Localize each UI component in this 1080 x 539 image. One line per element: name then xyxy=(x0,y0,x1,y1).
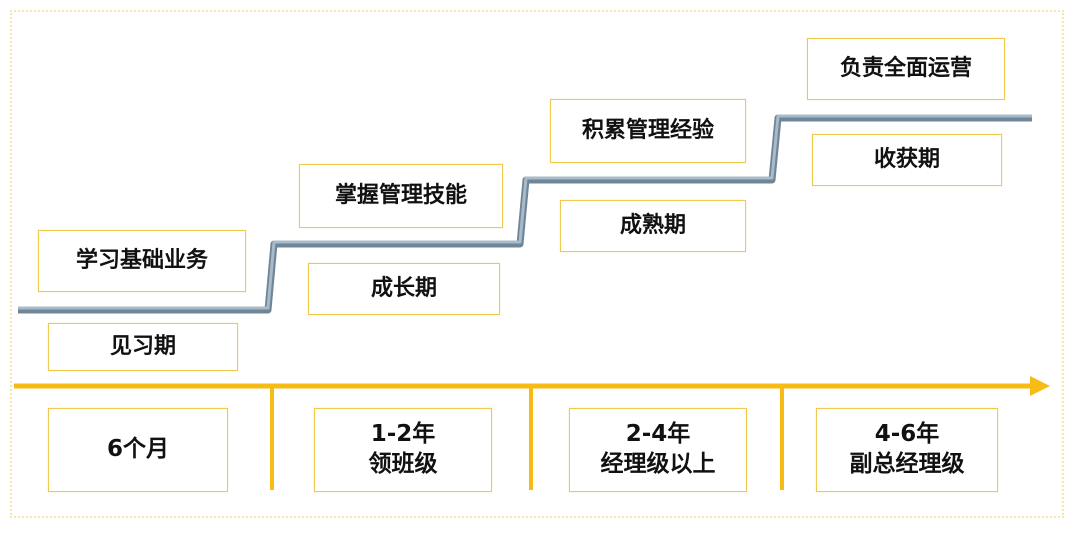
step-period-2-label: 成长期 xyxy=(370,275,437,301)
timeline-role-2: 领班级 xyxy=(368,451,438,477)
step-period-4: 收获期 xyxy=(812,134,1002,186)
step-activity-3: 积累管理经验 xyxy=(550,99,746,163)
diagram-frame xyxy=(10,10,1064,518)
step-activity-4-label: 负责全面运营 xyxy=(839,55,972,81)
staircase-line xyxy=(18,114,1032,310)
timeline-box-3: 2-4年 经理级以上 xyxy=(569,408,747,492)
timeline-arrowhead-icon xyxy=(1030,376,1050,396)
step-period-3: 成熟期 xyxy=(560,200,746,252)
timeline-duration-4: 4-6年 xyxy=(874,421,940,448)
step-activity-1-label: 学习基础业务 xyxy=(75,247,208,273)
timeline-box-1: 6个月 xyxy=(48,408,228,492)
timeline-role-3: 经理级以上 xyxy=(600,451,716,477)
step-activity-1: 学习基础业务 xyxy=(38,230,246,292)
timeline-role-4: 副总经理级 xyxy=(849,451,965,477)
step-period-1-label: 见习期 xyxy=(109,333,176,359)
step-activity-4: 负责全面运营 xyxy=(807,38,1005,100)
step-period-2: 成长期 xyxy=(308,263,500,315)
timeline-box-4: 4-6年 副总经理级 xyxy=(816,408,998,492)
step-activity-2-label: 掌握管理技能 xyxy=(334,182,467,208)
timeline-box-2: 1-2年 领班级 xyxy=(314,408,492,492)
step-period-1: 见习期 xyxy=(48,323,238,371)
step-activity-3-label: 积累管理经验 xyxy=(581,117,714,143)
step-activity-2: 掌握管理技能 xyxy=(299,164,503,228)
step-period-4-label: 收获期 xyxy=(873,146,940,172)
timeline-duration-3: 2-4年 xyxy=(625,421,691,448)
timeline-duration-1: 6个月 xyxy=(106,436,169,463)
step-period-3-label: 成熟期 xyxy=(619,212,686,238)
timeline-duration-2: 1-2年 xyxy=(370,421,436,448)
